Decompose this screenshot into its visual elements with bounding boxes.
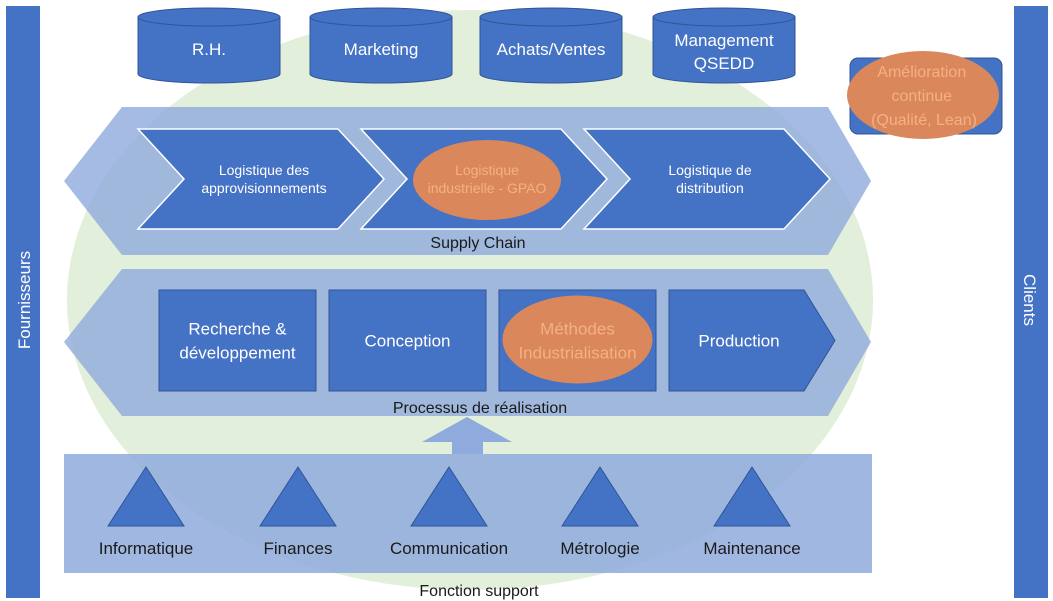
realisation-step-1: Conception: [328, 289, 487, 392]
cylinder-label: Achats/Ventes: [497, 40, 606, 59]
cylinder-function-2: Achats/Ventes: [479, 7, 623, 84]
support-item-3: Métrologie: [560, 466, 640, 558]
highlight-ellipse: [502, 295, 653, 384]
cylinder-label: Marketing: [344, 40, 419, 59]
cylinder-body: [137, 16, 281, 84]
cylinder-top: [309, 7, 453, 27]
realisation-step-label: Production: [698, 332, 779, 351]
cylinder-top: [652, 7, 796, 27]
triangle-icon: [713, 466, 791, 527]
suppliers-bar: [6, 6, 40, 598]
step-box-shape: [328, 289, 487, 392]
clients-bar: [1014, 6, 1048, 598]
support-item-0: Informatique: [99, 466, 194, 558]
realisation-step-label: Conception: [364, 332, 450, 351]
realisation-label: Processus de réalisation: [393, 400, 567, 417]
highlight-ellipse: [413, 140, 561, 220]
support-up-arrow: [422, 417, 512, 454]
support-item-2: Communication: [390, 466, 508, 558]
suppliers-label: Fournisseurs: [15, 251, 34, 349]
support-item-1: Finances: [259, 466, 337, 558]
cylinder-function-0: R.H.: [137, 7, 281, 84]
realisation-step-label: Recherche &développement: [179, 320, 296, 363]
triangle-icon: [107, 466, 185, 527]
triangle-icon: [410, 466, 488, 527]
cylinder-body: [652, 16, 796, 84]
cylinder-top: [479, 7, 623, 27]
cylinder-body: [309, 16, 453, 84]
triangle-icon: [561, 466, 639, 527]
chevron-shape: [582, 128, 832, 230]
step-arrow-shape: [668, 289, 836, 392]
support-item-label: Finances: [264, 539, 333, 558]
supply-chain-label: Supply Chain: [430, 235, 525, 252]
support-item-label: Métrologie: [560, 539, 639, 558]
realisation-steps: Recherche &développement Conception Méthod…: [158, 289, 836, 392]
cylinder-function-1: Marketing: [309, 7, 453, 84]
support-item-label: Communication: [390, 539, 508, 558]
cylinder-top: [137, 7, 281, 27]
triangle-icon: [259, 466, 337, 527]
realisation-step-3: Production: [668, 289, 836, 392]
step-box-shape: [158, 289, 317, 392]
support-label: Fonction support: [419, 583, 539, 600]
cylinder-body: [479, 16, 623, 84]
clients-label: Clients: [1020, 274, 1039, 326]
chevron-shape: [136, 128, 386, 230]
realisation-step-0: Recherche &développement: [158, 289, 317, 392]
support-item-4: Maintenance: [703, 466, 801, 558]
support-item-label: Informatique: [99, 539, 194, 558]
support-item-label: Maintenance: [703, 539, 800, 558]
cylinder-label: R.H.: [192, 40, 226, 59]
improvement-highlight: [847, 51, 999, 139]
improvement-text: Amélioration continue (Qualité, Lean): [871, 64, 977, 129]
support-functions: Informatique Finances Communication Métrolo…: [99, 466, 801, 558]
